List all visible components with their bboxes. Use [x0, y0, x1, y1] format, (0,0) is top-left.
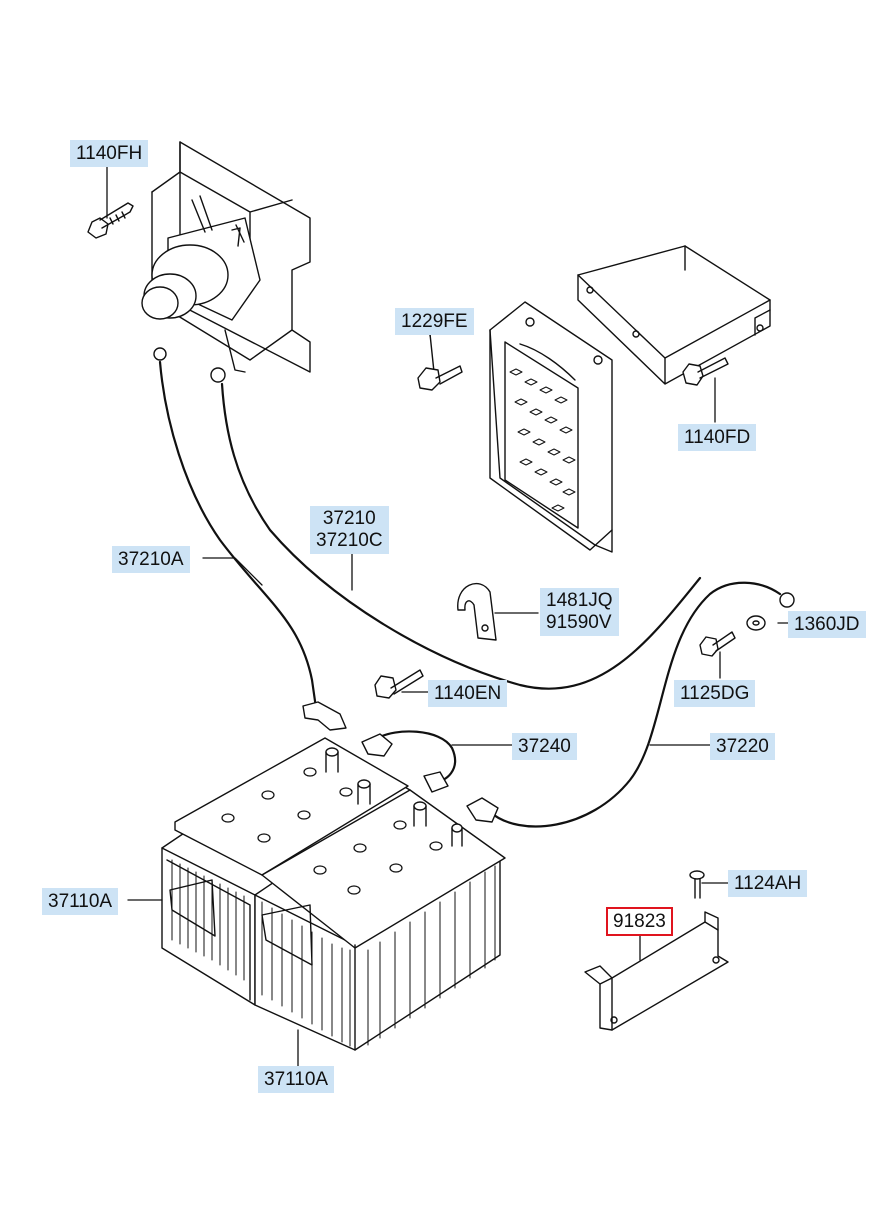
- part-label-37220[interactable]: 37220: [710, 733, 775, 760]
- cable-37240-end-a: [361, 733, 393, 757]
- part-label-91823[interactable]: 91823: [606, 907, 673, 936]
- battery-switch-bracket: [141, 141, 311, 373]
- part-label-37210-line2: 37210C: [316, 530, 383, 551]
- battery-left: [161, 737, 411, 1006]
- cable-37210: [220, 382, 702, 690]
- bracket-91823: [584, 911, 729, 1031]
- part-label-37210-line1: 37210: [322, 508, 376, 529]
- clip-1481JQ: [457, 582, 497, 641]
- junction-box: [489, 301, 613, 553]
- part-label-1140FD[interactable]: 1140FD: [678, 424, 757, 451]
- part-label-37110A-left[interactable]: 37110A: [42, 888, 119, 915]
- cable-37220-terminal: [779, 592, 795, 608]
- part-label-1140FH[interactable]: 1140FH: [70, 140, 149, 167]
- part-label-37210A[interactable]: 37210A: [112, 546, 190, 573]
- bolt-1140FH-shape: [87, 202, 134, 239]
- washer-1360JD: [746, 615, 766, 631]
- cable-37210A-terminal: [153, 347, 167, 361]
- bolt-1140FD-shape: [682, 357, 729, 386]
- cable-37210A-clamp: [302, 701, 347, 731]
- battery-right: [254, 789, 506, 1051]
- part-label-37210[interactable]: 37210 37210C: [310, 506, 389, 554]
- part-label-1481JQ[interactable]: 1481JQ 91590V: [540, 588, 619, 636]
- cable-37210-terminal: [210, 367, 226, 383]
- cable-37220: [488, 581, 782, 828]
- cable-37220-clamp: [466, 797, 499, 823]
- part-label-1360JD[interactable]: 1360JD: [788, 611, 866, 638]
- cable-37210A: [158, 360, 318, 710]
- bolt-1229FE-shape: [417, 333, 463, 391]
- cable-37240: [376, 730, 457, 784]
- part-label-1229FE[interactable]: 1229FE: [395, 308, 474, 335]
- part-label-1481JQ-line2: 91590V: [546, 612, 612, 633]
- bolt-1140EN-shape: [374, 669, 424, 699]
- part-label-37110A-bottom[interactable]: 37110A: [258, 1066, 335, 1093]
- leader-lines: [106, 165, 789, 1067]
- bolt-1124AH-shape: [689, 870, 705, 899]
- part-label-1124AH[interactable]: 1124AH: [728, 870, 808, 897]
- part-label-1140EN[interactable]: 1140EN: [428, 680, 508, 707]
- bolt-1125DG-shape: [699, 631, 736, 657]
- part-label-37240[interactable]: 37240: [512, 733, 577, 760]
- part-label-1481JQ-line1: 1481JQ: [546, 590, 613, 611]
- part-label-1125DG[interactable]: 1125DG: [674, 680, 756, 707]
- cable-37240-end-b: [423, 771, 449, 793]
- cover-bracket: [577, 245, 771, 385]
